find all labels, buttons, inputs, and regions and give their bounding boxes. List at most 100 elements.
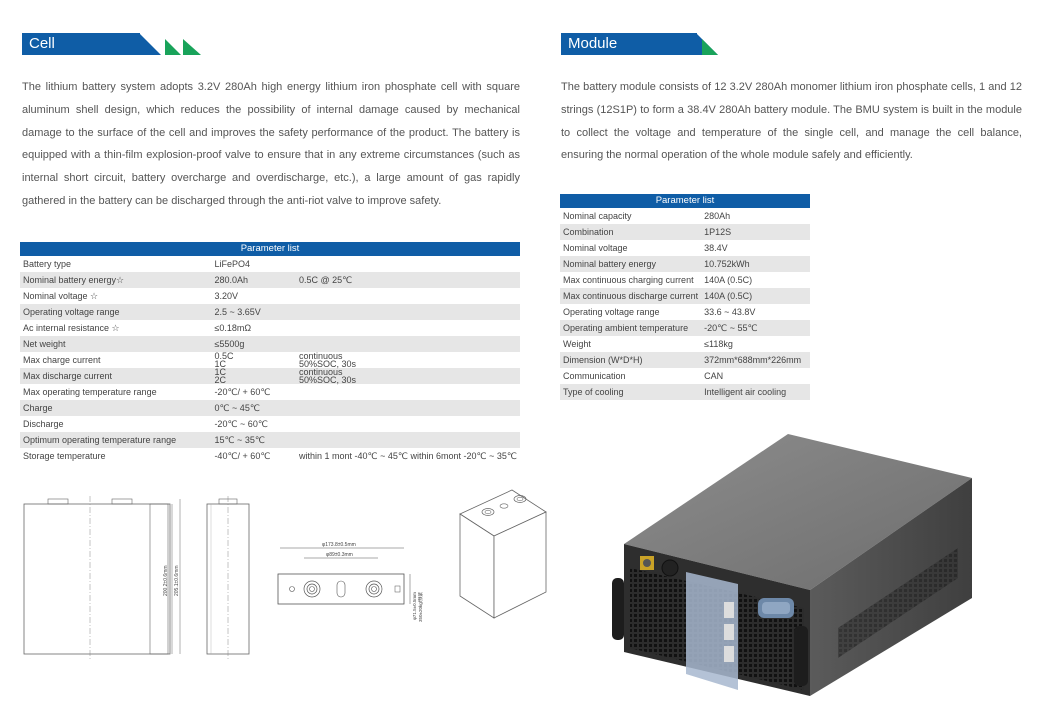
cell-param-row: Discharge-20℃ ~ 60℃: [20, 416, 520, 432]
module-param-name: Weight: [560, 336, 702, 352]
module-param-name: Nominal capacity: [560, 208, 702, 224]
cell-top-view-drawing: φ173.8±0.5mm φ89±0.3mm φ71.5±0.5mm 350±2…: [277, 542, 424, 622]
cell-param-value: -20℃/ + 60℃: [211, 384, 296, 400]
module-param-value: CAN: [701, 368, 810, 384]
battery-module-image: [612, 434, 972, 696]
module-param-value: 372mm*688mm*226mm: [701, 352, 810, 368]
module-param-value: 140A (0.5C): [701, 288, 810, 304]
cell-param-name: Optimum operating temperature range: [20, 432, 212, 448]
module-param-value: 140A (0.5C): [701, 272, 810, 288]
cell-param-note-line1: continuous: [298, 351, 343, 361]
cell-param-value-line1: 0.5C: [214, 351, 234, 361]
cell-param-name: Operating voltage range: [20, 304, 212, 320]
cell-param-value: -20℃ ~ 60℃: [211, 416, 296, 432]
cell-param-note: [295, 256, 520, 272]
module-param-value: 10.752kWh: [701, 256, 810, 272]
cell-section-header: Cell: [22, 33, 201, 59]
cell-param-row: Ac internal resistance ☆≤0.18mΩ: [20, 320, 520, 336]
cell-param-note: 0.5C @ 25℃: [295, 272, 520, 288]
module-param-name: Nominal battery energy: [560, 256, 702, 272]
cell-param-note-line2: 50%SOC, 30s: [298, 359, 356, 369]
cell-height-dim-2: 205.1±0.6mm: [174, 565, 180, 596]
module-param-name: Communication: [560, 368, 702, 384]
cell-param-name: Ac internal resistance ☆: [20, 320, 212, 336]
cell-param-name: Net weight: [20, 336, 212, 352]
module-param-value: 1P12S: [701, 224, 810, 240]
module-param-value: ≤118kg: [701, 336, 810, 352]
cell-param-value: LiFePO4: [211, 256, 296, 272]
module-param-row: Operating ambient temperature-20℃ ~ 55℃: [560, 320, 810, 336]
cell-param-value: 3.20V: [211, 288, 296, 304]
cell-param-name: Storage temperature: [20, 448, 212, 464]
cell-param-value: 0℃ ~ 45℃: [211, 400, 296, 416]
cell-param-note: [295, 288, 520, 304]
cell-height-dim-1: 200.2±0.6mm: [163, 565, 169, 596]
module-param-value: -20℃ ~ 55℃: [701, 320, 810, 336]
cell-param-note: [295, 320, 520, 336]
module-param-row: Weight≤118kg: [560, 336, 810, 352]
cell-param-note: within 1 mont -40℃ ~ 45℃ within 6mont -2…: [295, 448, 520, 464]
cell-param-value-line1: 1C: [214, 367, 226, 377]
cell-description: The lithium battery system adopts 3.2V 2…: [22, 81, 520, 207]
module-param-value: 33.6 ~ 43.8V: [701, 304, 810, 320]
cell-heading: Cell: [29, 35, 55, 52]
cell-param-name: Battery type: [20, 256, 212, 272]
cell-param-name: Max operating temperature range: [20, 384, 212, 400]
cell-param-name: Discharge: [20, 416, 212, 432]
cell-param-value: -40℃/ + 60℃: [211, 448, 296, 464]
cell-param-name: Nominal battery energy☆: [20, 272, 212, 288]
cell-param-value: ≤0.18mΩ: [211, 320, 296, 336]
module-param-value: 280Ah: [701, 208, 810, 224]
cell-param-value: ≤5500g: [211, 336, 296, 352]
cell-table-title: Parameter list: [20, 242, 520, 256]
module-param-name: Max continuous discharge current: [560, 288, 702, 304]
cell-param-note-line2: 50%SOC, 30s: [298, 375, 356, 385]
module-section-header: Module: [561, 33, 721, 59]
module-param-name: Max continuous charging current: [560, 272, 702, 288]
cell-param-row: Net weight≤5500g: [20, 336, 520, 352]
cell-param-name: Charge: [20, 400, 212, 416]
cell-param-value-line2: 2C: [214, 375, 226, 385]
cell-param-row: Max operating temperature range-20℃/ + 6…: [20, 384, 520, 400]
cell-param-name: Nominal voltage ☆: [20, 288, 212, 304]
cell-param-value-line2: 1C: [214, 359, 226, 369]
cell-param-name: Max charge current: [20, 352, 212, 368]
cell-width-outer-dim: φ173.8±0.5mm: [322, 542, 356, 548]
cell-thickness-note: 350±20kgf预紧: [417, 592, 424, 622]
cell-param-note: [295, 416, 520, 432]
module-table-title: Parameter list: [560, 194, 810, 208]
module-param-value: Intelligent air cooling: [701, 384, 810, 400]
cell-param-note-line1: continuous: [298, 367, 343, 377]
module-description: The battery module consists of 12 3.2V 2…: [561, 81, 1022, 162]
cell-param-note: [295, 304, 520, 320]
cell-param-value: 280.0Ah: [211, 272, 296, 288]
cell-param-note: [295, 384, 520, 400]
module-param-name: Combination: [560, 224, 702, 240]
cell-param-row: Nominal voltage ☆3.20V: [20, 288, 520, 304]
module-param-name: Dimension (W*D*H): [560, 352, 702, 368]
module-heading: Module: [568, 35, 618, 52]
module-param-name: Operating ambient temperature: [560, 320, 702, 336]
cell-param-note: [295, 400, 520, 416]
cell-param-name: Max discharge current: [20, 368, 212, 384]
cell-width-inner-dim: φ89±0.3mm: [326, 552, 353, 558]
